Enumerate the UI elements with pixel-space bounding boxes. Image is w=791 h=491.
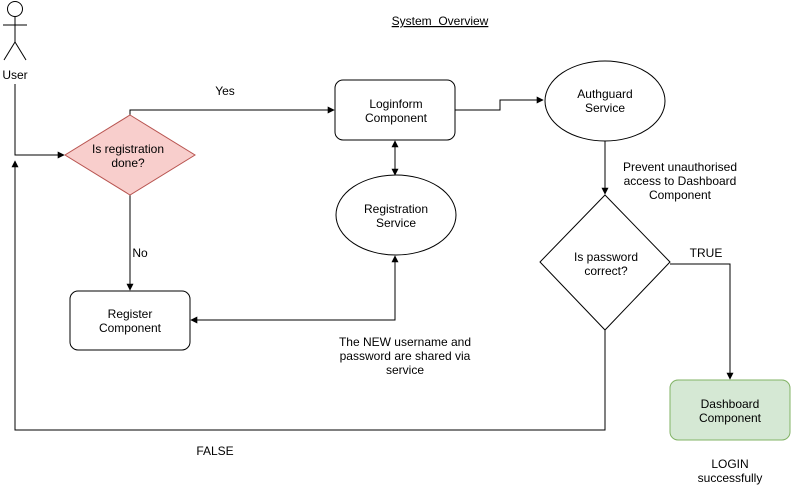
edge-label-false: FALSE: [196, 444, 233, 458]
registration-service-label-line-1: Registration: [364, 202, 428, 216]
user-actor: User: [2, 1, 28, 82]
annotation-credentials-shared: The NEW username and password are shared…: [339, 335, 471, 377]
registration-check-diamond: [64, 114, 196, 196]
registration-check-label-line-1: Is registration: [92, 142, 164, 156]
password-check-diamond: [539, 194, 671, 331]
loginform-box: [334, 79, 456, 141]
annotation-shared-line-1: The NEW username and: [339, 335, 471, 349]
annotation-prevent-line-1: Prevent unauthorised: [623, 160, 737, 174]
actor-head: [7, 1, 23, 17]
edge-registration-service-to-register: [190, 255, 399, 324]
annotation-prevent-access: Prevent unauthorised access to Dashboard…: [623, 160, 737, 202]
edge-label-true: TRUE: [690, 246, 723, 260]
edges: [11, 84, 734, 431]
node-dashboard: Dashboard Component: [669, 379, 791, 441]
register-box: [69, 290, 191, 351]
node-loginform: Loginform Component: [334, 79, 456, 141]
edge-label-yes: Yes: [215, 84, 235, 98]
annotation-login-line-2: successfully: [698, 471, 763, 485]
dashboard-label-line-1: Dashboard: [701, 397, 760, 411]
node-authguard: Authguard Service: [544, 60, 666, 142]
loginform-label-line-2: Component: [365, 111, 428, 125]
edge-registration-check-to-loginform: [129, 106, 335, 115]
edge-password-check-to-dashboard: [670, 263, 734, 380]
dashboard-box: [669, 379, 791, 441]
edge-label-no: No: [132, 246, 148, 260]
dashboard-label-line-2: Component: [699, 411, 762, 425]
annotation-prevent-line-2: access to Dashboard: [624, 174, 737, 188]
edge-loginform-to-authguard: [455, 96, 544, 111]
password-check-label-line-1: Is password: [574, 250, 638, 264]
registration-service-label-line-2: Service: [376, 216, 416, 230]
authguard-label-line-1: Authguard: [577, 87, 632, 101]
actor-right-leg: [14, 41, 27, 61]
actor-label: User: [2, 68, 27, 82]
register-label-line-1: Register: [108, 307, 153, 321]
actor-left-leg: [3, 41, 16, 61]
password-check-label-line-2: correct?: [584, 264, 628, 278]
annotation-shared-line-3: service: [386, 363, 424, 377]
registration-check-label-line-2: done?: [111, 156, 145, 170]
node-registration-check: Is registration done?: [64, 114, 196, 196]
diagram-title: System Overview: [392, 14, 489, 28]
annotation-shared-line-2: password are shared via: [340, 349, 471, 363]
authguard-ellipse: [544, 60, 666, 142]
annotation-login-success: LOGIN successfully: [698, 457, 763, 485]
register-label-line-2: Component: [99, 321, 162, 335]
edge-password-check-false-to-user: [11, 160, 606, 431]
loginform-label-line-1: Loginform: [369, 97, 422, 111]
registration-service-ellipse: [335, 174, 457, 256]
node-register: Register Component: [69, 290, 191, 351]
authguard-label-line-2: Service: [585, 101, 625, 115]
annotation-login-line-1: LOGIN: [711, 457, 748, 471]
node-registration-service: Registration Service: [335, 174, 457, 256]
edge-user-to-registration-check: [14, 84, 65, 159]
node-password-check: Is password correct?: [539, 194, 671, 331]
annotation-prevent-line-3: Component: [649, 188, 712, 202]
